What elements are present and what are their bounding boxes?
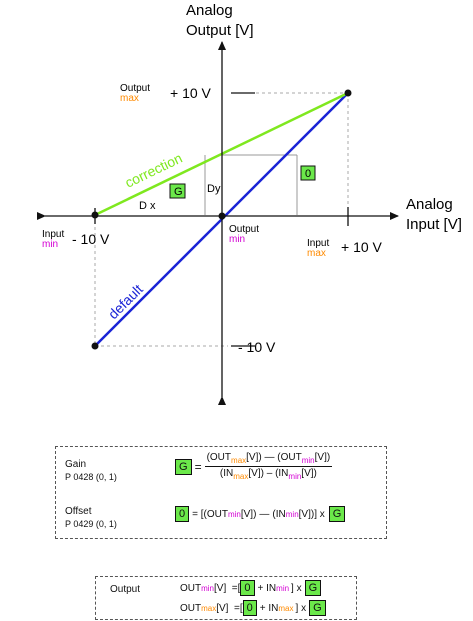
gain-badge-diagram <box>169 183 186 199</box>
gain-numerator: (OUTmax[V]) — (OUTmin[V]) <box>204 452 333 467</box>
gain-badge: G <box>175 458 192 475</box>
output-box <box>95 576 357 620</box>
label-input-min: Input <box>42 229 64 240</box>
offset-badge-diagram <box>300 165 316 181</box>
x-axis-title-line1: Analog <box>406 196 453 213</box>
output-min-gain-badge: G <box>304 580 322 596</box>
offset-label-block: Offset P 0429 (0, 1) <box>65 505 117 531</box>
gain-label: Gain <box>65 459 87 470</box>
gain-denominator: (INmax[V]) – (INmin[V]) <box>219 468 317 481</box>
dx-label: D x <box>139 200 156 212</box>
label-output-min: Output <box>229 224 259 235</box>
point-origin <box>218 212 226 220</box>
offset-label: Offset <box>65 506 92 517</box>
offset-gain-badge: G <box>328 506 346 522</box>
gain-param: P 0428 (0, 1) <box>65 472 117 482</box>
x-axis-title-line2: Input [V] <box>406 216 462 233</box>
label-output-max-sub: max <box>120 93 139 104</box>
point-min-default <box>91 342 99 350</box>
gain-formula: G = (OUTmax[V]) — (OUTmin[V]) (INmax[V])… <box>175 452 333 481</box>
tick-x-neg: - 10 V <box>72 231 110 247</box>
label-input-max: Input <box>307 238 329 249</box>
label-input-min-sub: min <box>42 239 58 250</box>
y-axis-title-line2: Output [V] <box>186 22 254 39</box>
gain-badge-diagram-text: G <box>174 186 183 198</box>
label-output-max: Output <box>120 83 150 94</box>
tick-y-pos: + 10 V <box>170 85 212 101</box>
output-label: Output <box>110 584 141 595</box>
output-min-offset-badge: 0 <box>240 580 255 596</box>
output-max-gain-badge: G <box>309 600 326 616</box>
gain-label-block: Gain P 0428 (0, 1) <box>65 458 117 484</box>
offset-badge-diagram-text: 0 <box>305 168 311 180</box>
gain-fraction: (OUTmax[V]) — (OUTmin[V]) (INmax[V]) – (… <box>204 452 333 481</box>
gain-offset-box <box>55 446 387 539</box>
dy-label: Dy <box>207 183 221 195</box>
offset-badge: 0 <box>175 506 190 522</box>
point-input-min-corrected <box>91 211 99 219</box>
point-max <box>344 89 352 97</box>
tick-x-pos: + 10 V <box>341 239 383 255</box>
y-axis-title-line1: Analog <box>186 2 233 19</box>
output-max-offset-badge: 0 <box>242 600 257 616</box>
label-output-min-sub: min <box>229 234 245 245</box>
gain-eq: = <box>194 459 202 474</box>
tick-y-neg: - 10 V <box>238 339 276 355</box>
label-input-max-sub: max <box>307 248 326 259</box>
offset-param: P 0429 (0, 1) <box>65 519 117 529</box>
